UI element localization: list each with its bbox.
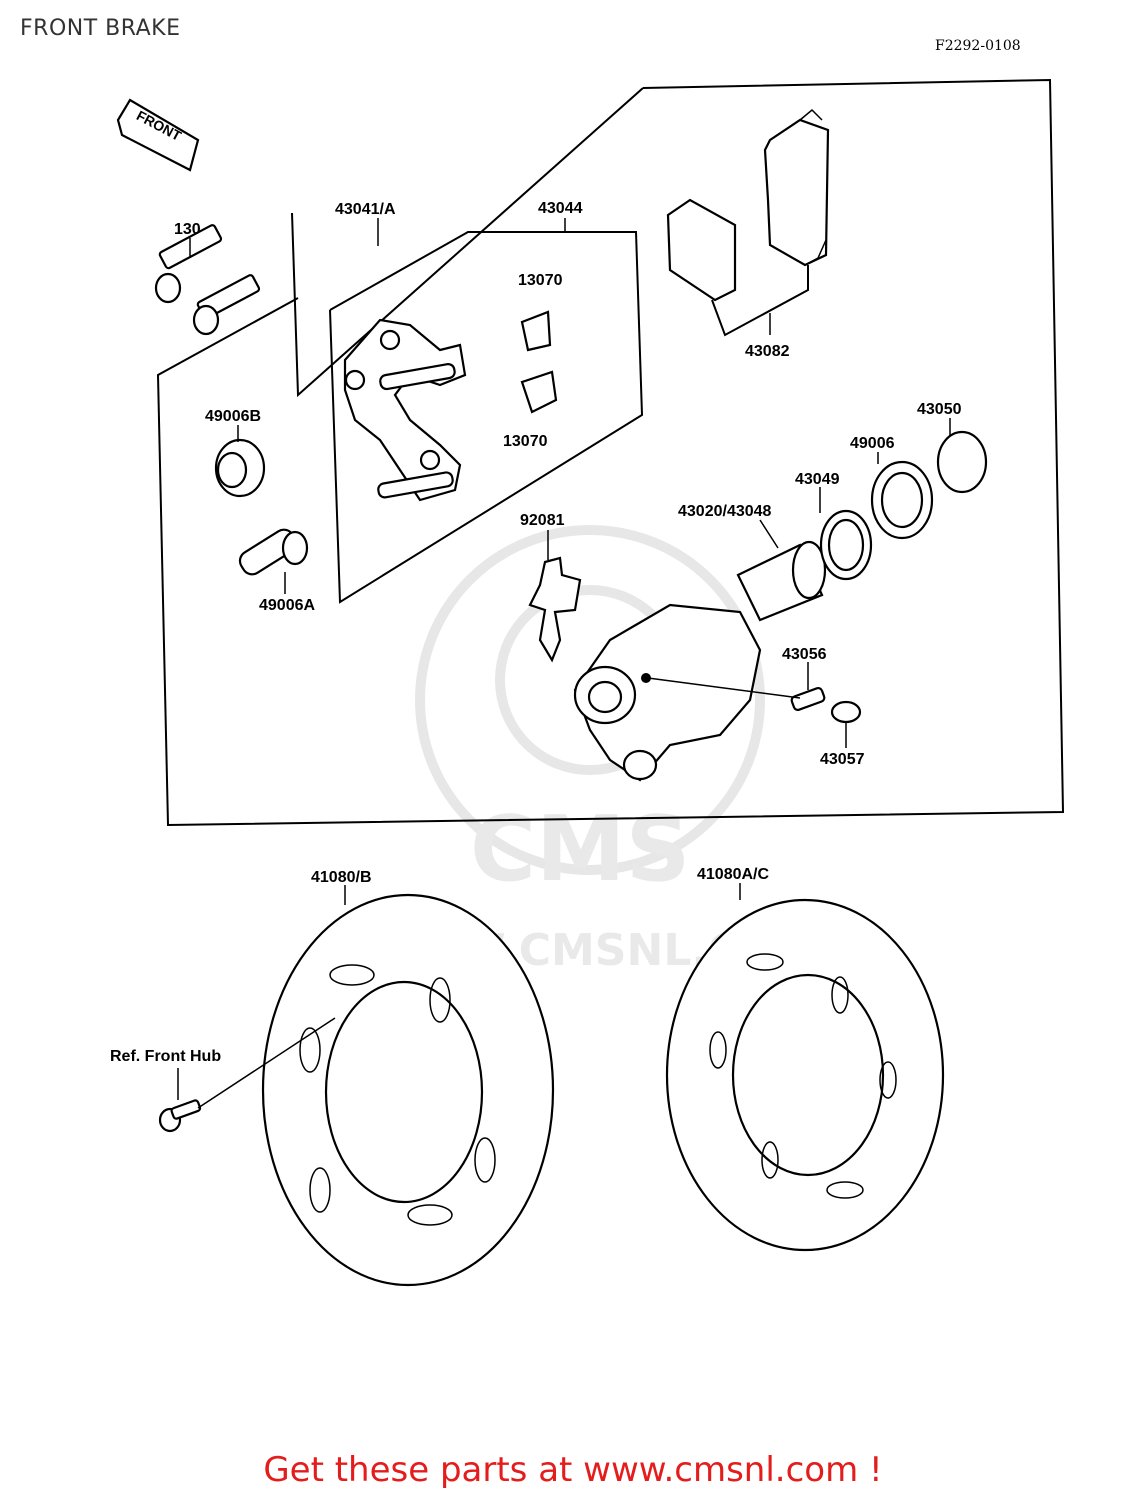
- label-13070-bottom: 13070: [503, 433, 548, 450]
- brake-pads: [666, 108, 830, 302]
- pad-spring-lower: [520, 370, 558, 414]
- label-43041a: 43041/A: [335, 201, 396, 218]
- label-49006: 49006: [850, 435, 895, 452]
- caliper-bracket: [343, 318, 467, 502]
- label-13070-top: 13070: [518, 272, 563, 289]
- label-41080b: 41080/B: [311, 869, 372, 886]
- dust-seal-49006: [870, 460, 934, 540]
- footer-cta-link[interactable]: Get these parts at www.cmsnl.com !: [263, 1450, 883, 1490]
- pin-49006a: [238, 528, 309, 576]
- watermark-brand: CMS: [470, 797, 690, 902]
- bolt-130: [154, 224, 261, 336]
- anti-rattle-spring-92081: [528, 556, 582, 663]
- front-direction-arrow: FRONT: [116, 98, 200, 172]
- pad-spring-upper: [520, 310, 552, 352]
- brake-disc-41080b: [261, 893, 555, 1287]
- bracket-group-frame: [291, 87, 644, 398]
- label-43044: 43044: [538, 200, 583, 217]
- label-43056: 43056: [782, 646, 827, 663]
- drawing-code: F2292-0108: [935, 38, 1021, 54]
- label-43082: 43082: [745, 343, 790, 360]
- pads-group-line: [711, 265, 809, 337]
- label-49006a: 49006A: [259, 597, 315, 614]
- page-title: FRONT BRAKE: [20, 16, 181, 41]
- cap-43050: [936, 430, 988, 494]
- label-130: 130: [174, 221, 201, 238]
- label-49006b: 49006B: [205, 408, 261, 425]
- label-43057: 43057: [820, 751, 865, 768]
- disc-screw: [158, 1099, 202, 1133]
- holder-group-frame: [329, 231, 644, 604]
- leader-lines: [177, 218, 951, 1109]
- caliper-group-frame: [156, 78, 1065, 827]
- pin-boot-49006b: [214, 438, 266, 498]
- label-ref-front-hub: Ref. Front Hub: [110, 1048, 221, 1065]
- label-92081: 92081: [520, 512, 565, 529]
- piston: [736, 540, 827, 622]
- label-43049: 43049: [795, 471, 840, 488]
- bleeder-cap: [830, 700, 862, 724]
- piston-seal-43049: [819, 509, 873, 581]
- label-43050: 43050: [917, 401, 962, 418]
- bleeder-valve: [790, 686, 826, 712]
- label-43020-43048: 43020/43048: [678, 503, 772, 520]
- label-41080ac: 41080A/C: [697, 866, 769, 883]
- brake-disc-41080ac: [665, 898, 945, 1252]
- caliper-body: [573, 603, 762, 782]
